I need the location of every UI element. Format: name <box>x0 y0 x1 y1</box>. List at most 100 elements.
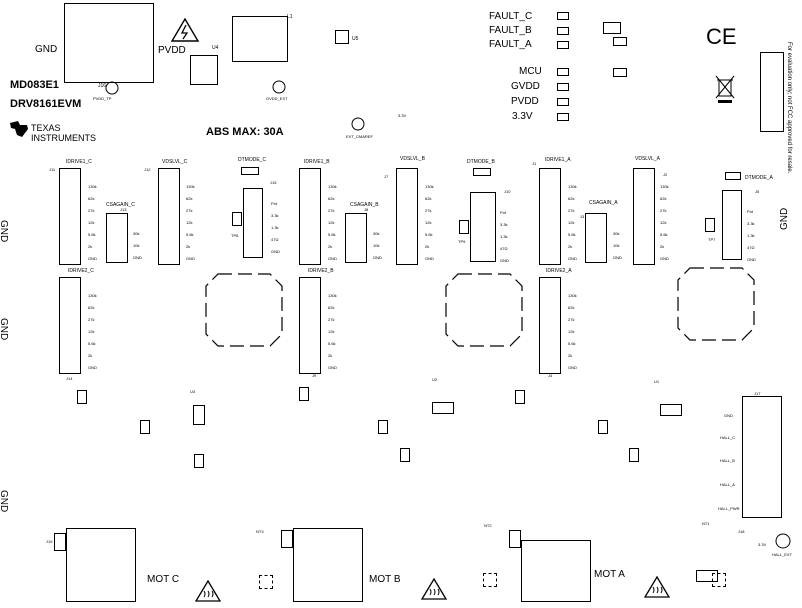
vv-c-1: 62k <box>186 196 193 201</box>
fault-c-label: FAULT_C <box>489 11 533 22</box>
mcu-led <box>557 68 569 76</box>
dtmode-a-label: DTMODE_A <box>745 175 773 181</box>
rv-b-2: 27k <box>328 208 335 213</box>
j13-label: J13 <box>120 207 127 212</box>
dv-a-0: Pot <box>747 209 754 214</box>
dtmode-b-header <box>470 192 496 262</box>
vdd-exit-label: 3.3V <box>758 542 767 547</box>
driver-b-cap <box>400 448 410 462</box>
j8-label: J8 <box>364 207 369 212</box>
vv-c-4: 5.6k <box>186 232 194 237</box>
dtmode-b-jumper <box>473 168 491 176</box>
cap-c93 <box>712 573 726 587</box>
r2-a-1: 62k <box>568 305 575 310</box>
vv-a-2: 27k <box>660 208 667 213</box>
cv-b-2: GND <box>373 255 382 260</box>
d-cluster-2 <box>613 37 627 46</box>
dv-b-1: 3.3k <box>500 222 508 227</box>
tp-33v-label: 3.3V <box>398 113 407 118</box>
fault-a-led <box>557 41 569 49</box>
vdslvl-a-header <box>633 168 655 265</box>
r2-b-1: 62k <box>328 305 335 310</box>
gnd-top-label: GND <box>35 44 58 55</box>
dv-a-3: 47Ω <box>747 245 755 250</box>
fcc-disclaimer: For evaluation only; not FCC approved fo… <box>786 42 792 174</box>
vv-a-5: 2k <box>660 244 665 249</box>
dv-b-2: 1.3k <box>500 234 508 239</box>
dv-c-3: 47Ω <box>271 237 279 242</box>
vv-a-6: GND <box>660 256 669 261</box>
nt2-label: NT2 <box>484 523 492 528</box>
tp9-label: TP9 <box>458 239 466 244</box>
motor-c-fet <box>66 528 136 602</box>
u5-label: U5 <box>352 36 359 42</box>
idrive1-a-header <box>539 168 561 265</box>
sense-c-pad <box>140 420 150 434</box>
dv-c-0: Pot <box>271 201 278 206</box>
rv-c-1: 62k <box>88 196 95 201</box>
mosfet-footprint-a <box>677 267 755 341</box>
idrive2-c-header <box>59 277 81 374</box>
dtmode-c-jumper <box>241 167 259 175</box>
r2-a-4: 5.6k <box>568 341 576 346</box>
pvdd-tp-circle <box>105 81 119 95</box>
u3-label: U3 <box>190 389 196 394</box>
u1-label: U1 <box>654 379 660 384</box>
nt3-label: NT3 <box>256 529 264 534</box>
hall-gnd-label: GND <box>724 413 733 418</box>
gvdd-label: GVDD <box>511 81 540 92</box>
rv-c-3: 12k <box>88 220 95 225</box>
j10-label: J10 <box>504 189 511 194</box>
hall-ext-label: HALL_EXT <box>772 552 793 557</box>
j18-label: J18 <box>738 529 745 534</box>
mosfet-footprint-c <box>205 273 283 347</box>
gnd-left-2: GND <box>0 318 9 341</box>
rv-b-6: GND <box>328 256 337 261</box>
cv-c-1: 10k <box>133 243 140 248</box>
crossed-out-bin-icon <box>715 75 735 103</box>
idrive2-b-label: IDRIVE2_B <box>308 268 334 274</box>
r2-c-1: 62k <box>88 305 95 310</box>
rv-b-1: 62k <box>328 196 335 201</box>
rv-c-0: 130k <box>88 184 97 189</box>
j14-label: J14 <box>66 376 73 381</box>
rv-c-5: 2k <box>88 244 93 249</box>
dv-a-4: GND <box>747 257 756 262</box>
r2-b-6: GND <box>328 365 337 370</box>
vv-c-0: 130k <box>186 184 195 189</box>
driver-b-pad <box>432 402 454 414</box>
vv-a-0: 130k <box>660 184 669 189</box>
cv-c-2: GND <box>133 255 142 260</box>
hot-surface-icon-a <box>644 576 670 598</box>
vdslvl-b-header <box>396 168 418 265</box>
hall-ext-circle <box>775 533 791 549</box>
hall-a-label: HALL_A <box>720 482 735 487</box>
r2-c-2: 27k <box>88 317 95 322</box>
mosfet-footprint-b <box>445 273 523 347</box>
r2-a-6: GND <box>568 365 577 370</box>
cv-a-2: GND <box>613 255 622 260</box>
fault-b-label: FAULT_B <box>489 25 532 36</box>
r2-a-5: 2k <box>568 353 573 358</box>
vv-b-5: 2k <box>425 244 430 249</box>
l1-label: L1 <box>287 14 293 20</box>
hot-surface-icon-c <box>195 580 221 602</box>
csagain-a-label: CSAGAIN_A <box>589 200 618 206</box>
hall-c-label: HALL_C <box>720 435 736 440</box>
driver-a-pad <box>660 404 682 416</box>
d-cluster-1 <box>603 22 621 34</box>
u2-label: U2 <box>432 377 438 382</box>
tp8-label: TP8 <box>231 233 239 238</box>
gvdd-ext-circle <box>272 80 286 94</box>
vv-b-0: 130k <box>425 184 434 189</box>
ti-logo-line2: INSTRUMENTS <box>31 133 96 143</box>
dv-b-4: GND <box>500 258 509 263</box>
cv-a-0: 30k <box>613 231 620 236</box>
rv-b-4: 5.6k <box>328 232 336 237</box>
gain-b-pad <box>299 387 309 401</box>
rv-a-2: 27k <box>568 208 575 213</box>
tp9-pad <box>459 220 469 234</box>
j12-label: J12 <box>144 167 151 172</box>
pvdd-tp-label: PVDD_TP <box>93 96 112 101</box>
vv-a-1: 62k <box>660 196 667 201</box>
